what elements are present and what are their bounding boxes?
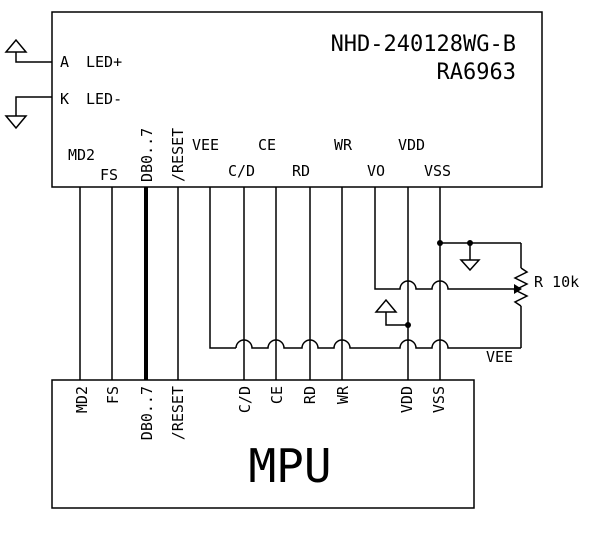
lcd-pin-vo: VO — [367, 162, 385, 180]
mpu-pin-ce: CE — [268, 386, 286, 404]
potentiometer-r10k — [513, 243, 529, 348]
lcd-pin-ce: CE — [258, 136, 276, 154]
lcd-pin-vdd: VDD — [398, 136, 425, 154]
mpu-pin-md2: MD2 — [73, 386, 91, 413]
wire-vee-lcd — [209, 187, 236, 349]
lcd-module-box — [51, 11, 543, 188]
ground-icon — [459, 243, 481, 272]
lcd-pin-wr: WR — [334, 136, 353, 154]
mpu-pin-vdd: VDD — [398, 386, 416, 413]
vdd-supply-arrow-icon — [374, 298, 408, 326]
lcd-model-name: NHD-240128WG-B — [331, 32, 516, 57]
lcd-pin-fs: FS — [100, 166, 118, 184]
mpu-pin-rd: RD — [301, 386, 319, 404]
mpu-pin-reset: /RESET — [169, 386, 187, 440]
backlight-anode-pin: A — [60, 53, 69, 71]
lcd-pin-vss: VSS — [424, 162, 451, 180]
led-plus-supply-arrow — [4, 38, 52, 63]
wire-vee-bus — [235, 339, 521, 349]
lcd-pin-rd: RD — [292, 162, 310, 180]
mpu-pin-db: DB0..7 — [138, 386, 156, 440]
mpu-pin-wr: WR — [334, 385, 352, 404]
wire-vo-to-wiper — [374, 187, 514, 290]
lcd-controller-name: RA6963 — [437, 60, 516, 85]
mpu-pin-vss: VSS — [430, 386, 448, 413]
vee-net-label: VEE — [486, 348, 513, 366]
potentiometer-label: R 10k — [534, 273, 579, 291]
lcd-pin-cd: C/D — [228, 162, 255, 180]
lcd-pin-vee: VEE — [192, 136, 219, 154]
lcd-pin-db: DB0..7 — [138, 128, 156, 182]
mpu-label: MPU — [248, 439, 331, 493]
mpu-pin-cd: C/D — [236, 386, 254, 413]
backlight-anode-label: LED+ — [86, 53, 122, 71]
led-minus-ground-arrow — [4, 96, 52, 130]
junction-vss — [437, 240, 443, 246]
backlight-cathode-pin: K — [60, 90, 69, 108]
mpu-pin-fs: FS — [104, 386, 122, 404]
backlight-cathode-label: LED- — [86, 90, 122, 108]
lcd-pin-reset: /RESET — [169, 128, 187, 182]
lcd-pin-md2: MD2 — [68, 146, 95, 164]
mpu-box — [51, 379, 475, 509]
